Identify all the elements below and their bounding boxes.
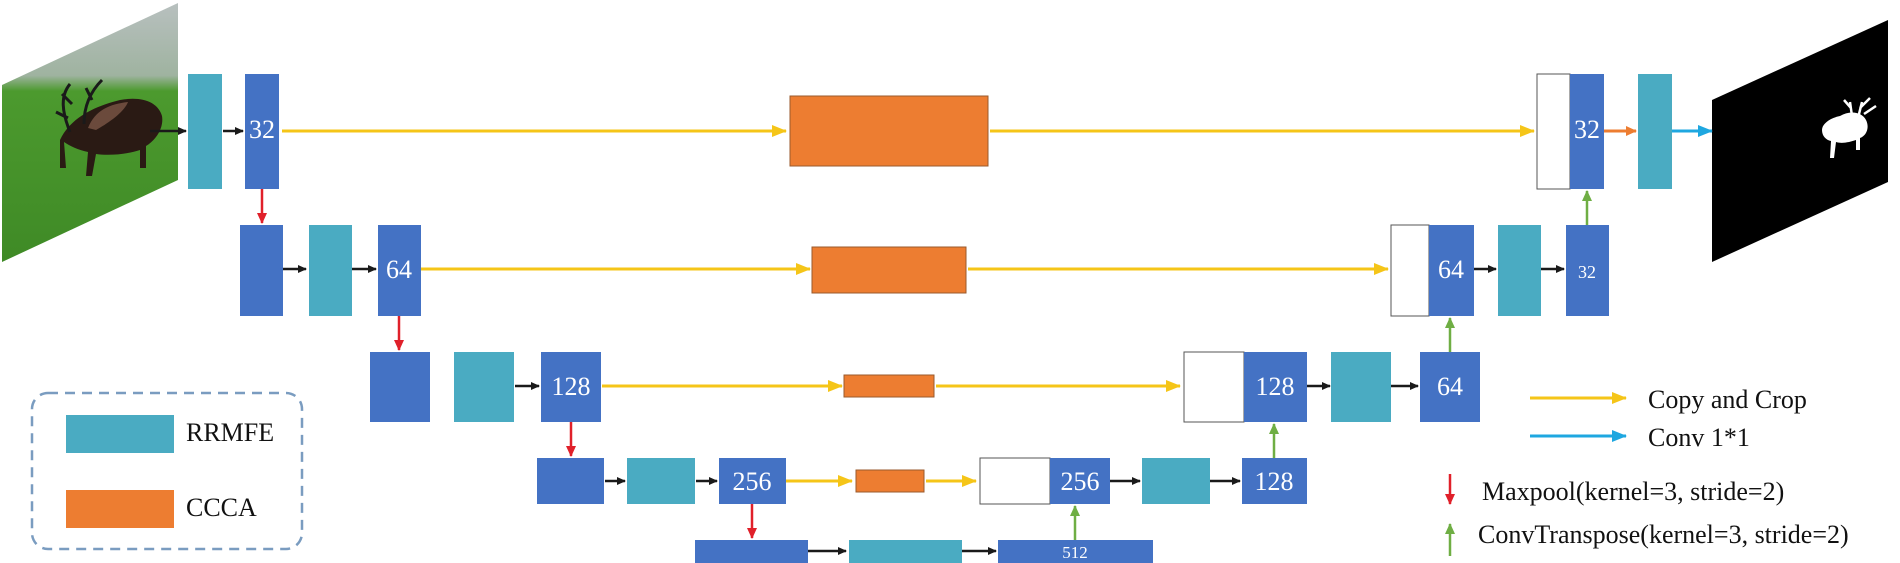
legend-frame — [30, 391, 304, 551]
up-dec-level4 — [1242, 458, 1307, 504]
decoder: 256 128 128 64 64 32 32 — [979, 73, 1672, 505]
ccca-level2 — [811, 246, 967, 294]
channel-label-enc-level1: 32 — [249, 115, 275, 144]
pool-bottleneck — [695, 540, 808, 563]
ccca-level1 — [789, 95, 989, 167]
rrmfe-enc-level2 — [309, 225, 352, 316]
conv-dec-level3 — [1244, 352, 1307, 422]
conv-dec-level4 — [1050, 458, 1110, 504]
channel-label-enc-level3: 128 — [552, 372, 591, 401]
channel-label-dec-level4: 256 — [1061, 467, 1100, 496]
bottleneck: 512 — [695, 540, 1153, 563]
convtranspose-arrows — [1070, 190, 1592, 540]
legend-label-copy: Copy and Crop — [1648, 385, 1807, 414]
concat-white-dec-level4 — [979, 457, 1051, 505]
conv-enc-level1 — [245, 74, 279, 189]
up-dec-level2 — [1566, 225, 1609, 316]
concat-white-dec-level1 — [1536, 73, 1571, 190]
pool-enc-level2 — [240, 225, 283, 316]
concat-white-dec-level2 — [1390, 224, 1430, 317]
channel-label-up-dec-level2: 32 — [1578, 262, 1596, 282]
concat-white-dec-level3 — [1183, 351, 1245, 423]
rrmfe-enc-level4 — [627, 458, 695, 504]
conv-enc-level3 — [541, 352, 601, 422]
channel-label-dec-level3: 128 — [1256, 372, 1295, 401]
legend-swatch-rrmfe — [66, 415, 174, 453]
legend-swatch-ccca — [66, 490, 174, 528]
conv-enc-level4 — [719, 458, 786, 504]
legend-label-rrmfe: RRMFE — [186, 418, 274, 447]
channel-label-enc-level4: 256 — [733, 467, 772, 496]
channel-label-bottleneck: 512 — [1062, 543, 1088, 562]
legend-label-convtranspose: ConvTranspose(kernel=3, stride=2) — [1478, 520, 1849, 549]
output-segmentation-mask — [1712, 20, 1888, 262]
conv-bottleneck — [998, 540, 1153, 563]
conv-dec-level2 — [1429, 225, 1474, 316]
pool-enc-level4 — [537, 458, 604, 504]
rrmfe-enc-level1 — [188, 74, 222, 189]
channel-label-dec-level1: 32 — [1574, 115, 1600, 144]
ccca-blocks — [789, 95, 989, 493]
conv-enc-level2 — [378, 225, 421, 316]
channel-label-enc-level2: 64 — [386, 255, 412, 284]
legend-label-maxpool: Maxpool(kernel=3, stride=2) — [1482, 477, 1784, 506]
legend-label-conv11: Conv 1*1 — [1648, 423, 1750, 452]
ccca-level3 — [843, 374, 935, 398]
rrmfe-dec-output — [1638, 74, 1672, 189]
channel-label-up-dec-level3: 64 — [1437, 372, 1463, 401]
input-image — [2, 3, 178, 262]
channel-label-dec-level2: 64 — [1438, 255, 1464, 284]
rrmfe-dec-level3 — [1331, 352, 1391, 422]
skip-connections — [282, 125, 1535, 487]
up-dec-level3 — [1420, 352, 1480, 422]
rrmfe-enc-level3 — [454, 352, 514, 422]
maxpool-arrows — [257, 189, 757, 539]
rrmfe-bottleneck — [849, 540, 962, 563]
rrmfe-dec-level2 — [1498, 225, 1541, 316]
ccca-level4 — [855, 469, 925, 493]
pool-enc-level3 — [370, 352, 430, 422]
legend-label-ccca: CCCA — [186, 493, 257, 522]
block-legend: RRMFE CCCA — [30, 391, 304, 551]
encoder: 32 64 128 256 — [188, 74, 786, 504]
arrow-legend: Copy and Crop Conv 1*1 Maxpool(kernel=3,… — [1445, 385, 1849, 556]
rrmfe-dec-level4 — [1142, 458, 1210, 504]
channel-label-up-dec-level4: 128 — [1255, 467, 1294, 496]
conv-dec-level1 — [1570, 74, 1604, 189]
